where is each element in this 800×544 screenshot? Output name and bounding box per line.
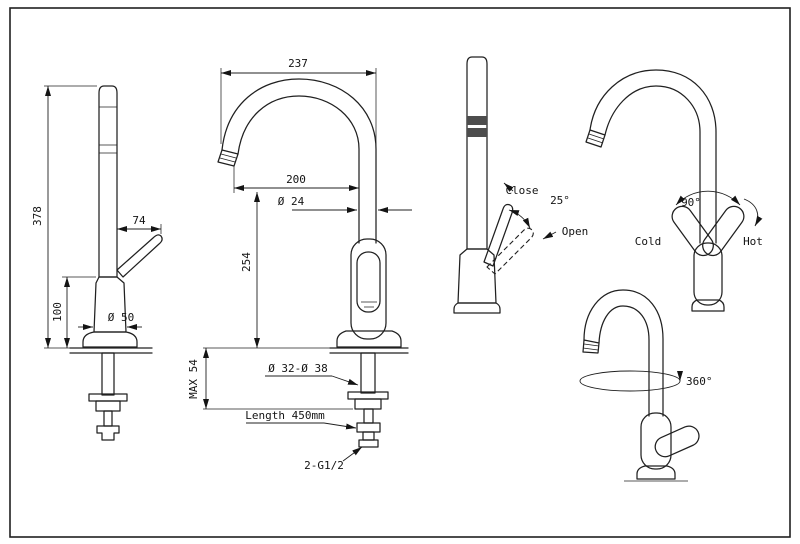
faucet-handle bbox=[116, 234, 163, 278]
open-angle-label: 25° bbox=[550, 194, 570, 207]
hose-nut bbox=[356, 422, 381, 433]
close-label: Close bbox=[505, 184, 538, 197]
handle-front-oval bbox=[356, 251, 381, 313]
spout-curve-outer bbox=[221, 78, 377, 244]
spout-aerator bbox=[585, 129, 606, 148]
mounting-nut bbox=[95, 400, 121, 412]
connection-thread-label: 2-G1/2 bbox=[304, 459, 344, 472]
dim-237: 237 bbox=[220, 57, 377, 147]
base-flange bbox=[82, 331, 138, 348]
base-diameter-label: Ø 50 bbox=[108, 311, 135, 324]
spout-curve-outer bbox=[583, 289, 664, 417]
hose-tail bbox=[362, 431, 375, 441]
spout-height-label: 254 bbox=[240, 252, 253, 272]
rotation-ellipse bbox=[579, 370, 681, 392]
mixing-view: 90° Cold Hot bbox=[585, 69, 763, 312]
base-flange bbox=[636, 465, 676, 480]
dim-74: 74 bbox=[117, 214, 162, 234]
open-direction-arrow bbox=[542, 231, 557, 240]
dim-200: 200 bbox=[233, 166, 359, 193]
faucet-column bbox=[98, 85, 118, 278]
handle-closed-position bbox=[483, 203, 514, 267]
dim-diameter-24: Ø 24 bbox=[278, 195, 412, 213]
dim-254: 254 bbox=[240, 192, 260, 348]
mounting-nut bbox=[354, 398, 382, 410]
base-flange bbox=[691, 299, 725, 312]
faucet-body bbox=[350, 238, 387, 340]
callout-hose-length: Length 450mm bbox=[245, 409, 357, 430]
base-flange bbox=[336, 330, 402, 348]
body-height-label: 100 bbox=[51, 302, 64, 322]
spout-reach-label: 200 bbox=[286, 173, 306, 186]
angle-arc-90 bbox=[675, 190, 741, 206]
dim-diameter-50: Ø 50 bbox=[78, 311, 142, 330]
callout-connection-thread: 2-G1/2 bbox=[304, 446, 363, 472]
hole-diameter-label: Ø 32-Ø 38 bbox=[268, 362, 328, 375]
swivel-view: 360° bbox=[579, 289, 713, 482]
lever-operation-view: Close 25° Open bbox=[453, 56, 589, 314]
overall-height-label: 378 bbox=[31, 206, 44, 226]
angle-arc-25 bbox=[508, 209, 531, 229]
swivel-direction-arrow bbox=[743, 198, 763, 227]
hose-end-cap bbox=[358, 439, 379, 448]
spout-aerator bbox=[582, 339, 600, 354]
fan-handle-left bbox=[671, 205, 714, 257]
faucet-handle bbox=[654, 425, 700, 458]
hose-fitting bbox=[96, 425, 120, 441]
front-view: 237 200 Ø 24 254 MAX 54 Ø 32-Ø 38 bbox=[187, 57, 412, 472]
faucet-body bbox=[640, 412, 672, 470]
swivel-angle-label: 90° bbox=[681, 196, 701, 209]
spout-aerator bbox=[217, 149, 239, 167]
mounting-shank bbox=[360, 352, 376, 394]
faucet-body bbox=[693, 242, 723, 306]
column-band bbox=[467, 116, 487, 125]
base-flange bbox=[453, 302, 501, 314]
dim-378: 378 bbox=[31, 85, 97, 349]
faucet-column bbox=[466, 56, 488, 250]
spout-diameter-label: Ø 24 bbox=[278, 195, 305, 208]
rotation-angle-label: 360° bbox=[686, 375, 713, 388]
drawing-border bbox=[9, 7, 791, 538]
hose-length-label: Length 450mm bbox=[245, 409, 325, 422]
supply-rod bbox=[363, 408, 374, 424]
overall-width-label: 237 bbox=[288, 57, 308, 70]
mounting-shank bbox=[101, 352, 115, 396]
open-label: Open bbox=[562, 225, 589, 238]
dim-hole-diameter: Ø 32-Ø 38 bbox=[265, 362, 359, 386]
spout-curve-inner bbox=[598, 305, 650, 417]
handle-length-label: 74 bbox=[132, 214, 146, 227]
max-counter-thickness-label: MAX 54 bbox=[187, 359, 200, 399]
fan-handle-right bbox=[702, 205, 745, 257]
spout-curve-inner bbox=[604, 85, 701, 244]
hot-label: Hot bbox=[743, 235, 763, 248]
side-view: 378 100 74 Ø 50 bbox=[31, 85, 163, 441]
supply-rod bbox=[103, 410, 113, 427]
column-band bbox=[467, 128, 487, 137]
faucet-body bbox=[457, 248, 497, 304]
dim-max-54: MAX 54 bbox=[187, 347, 353, 410]
cold-label: Cold bbox=[635, 235, 662, 248]
close-direction-arrow bbox=[503, 182, 514, 192]
spout-curve-outer bbox=[589, 69, 717, 244]
spout-curve-inner bbox=[237, 95, 360, 244]
dim-100: 100 bbox=[51, 276, 96, 348]
